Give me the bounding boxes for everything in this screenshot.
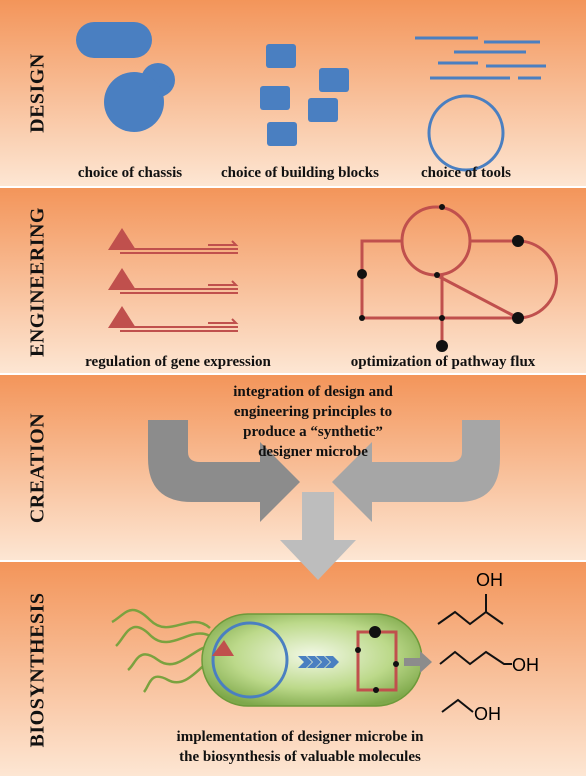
product-arrow	[404, 651, 432, 673]
biosynthesis-line-2: the biosynthesis of valuable molecules	[179, 749, 421, 765]
pentanol-skeleton	[437, 610, 504, 626]
right-curved-arrow	[332, 420, 500, 522]
creation-line-3: produce a “synthetic”	[243, 424, 383, 440]
flagella	[111, 608, 215, 693]
oh-label-pentanol: OH	[476, 570, 503, 590]
creation-line-1: integration of design and	[233, 384, 393, 400]
caption-gene-regulation: regulation of gene expression	[85, 354, 271, 370]
butanol-skeleton	[439, 650, 512, 666]
ethanol-skeleton	[441, 698, 474, 713]
gene-expression-icon	[108, 228, 239, 332]
caption-chassis: choice of chassis	[77, 165, 183, 181]
chassis-icon	[76, 22, 175, 132]
molecules-icon	[437, 594, 512, 713]
caption-pathway-flux: optimization of pathway flux	[350, 354, 536, 370]
caption-creation: integration of design and engineering pr…	[233, 382, 393, 462]
caption-building-blocks: choice of building blocks	[221, 165, 379, 181]
creation-line-4: designer microbe	[258, 444, 368, 460]
oh-label-ethanol: OH	[474, 704, 501, 724]
caption-tools: choice of tools	[421, 165, 511, 181]
designer-microbe-icon	[111, 608, 432, 707]
down-arrow	[280, 492, 356, 580]
integration-arrows-icon	[148, 420, 500, 580]
oh-label-butanol: OH	[512, 655, 539, 675]
pathway-nodes	[357, 204, 524, 352]
left-curved-arrow	[148, 420, 300, 522]
biosynthesis-line-1: implementation of designer microbe in	[176, 729, 424, 745]
creation-line-2: engineering principles to	[233, 404, 393, 420]
engineering-band	[0, 188, 586, 373]
tools-icon	[415, 36, 546, 172]
caption-biosynthesis: implementation of designer microbe in th…	[177, 727, 424, 767]
building-blocks-icon	[260, 44, 349, 146]
pathway-network-icon	[360, 205, 558, 346]
